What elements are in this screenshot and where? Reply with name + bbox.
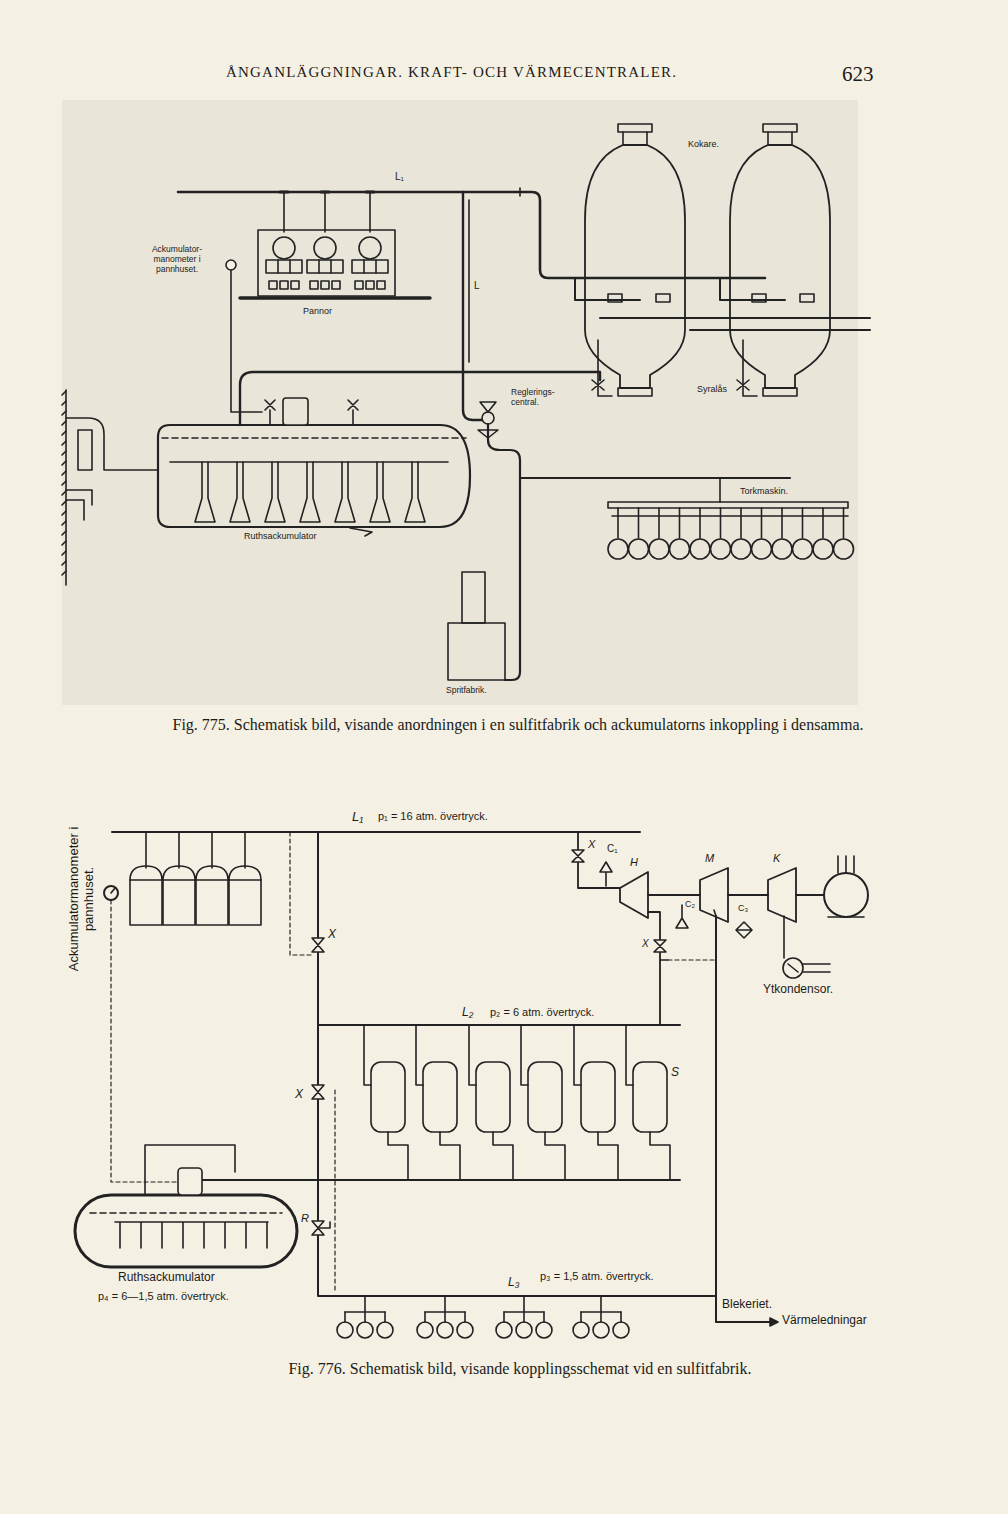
equipment-label: S — [671, 1066, 679, 1080]
governor-label: C₂ — [685, 899, 695, 909]
pipe-label: L₁ — [352, 810, 363, 825]
valve-label: X — [642, 938, 649, 950]
pipe-label: L₂ — [462, 1006, 473, 1020]
valve-label: X — [588, 838, 595, 851]
turbine-label: H — [630, 856, 638, 869]
running-head: ÅNGANLÄGGNINGAR. KRAFT- OCH VÄRMECENTRAL… — [226, 64, 677, 81]
gauge-label: Ackumulator- manometer i pannhuset. — [140, 245, 214, 274]
equipment-label: Ruthsackumulator — [244, 531, 317, 541]
equipment-label: Ytkondensor. — [763, 983, 833, 997]
equipment-label: Pannor — [303, 306, 332, 316]
governor-label: C₁ — [607, 843, 618, 855]
figure-caption: Fig. 776. Schematisk bild, visande koppl… — [200, 1360, 840, 1378]
turbine-label: M — [705, 852, 714, 865]
equipment-label: Spritfabrik. — [446, 686, 487, 696]
pressure-label: p₃ = 1,5 atm. övertryck. — [540, 1270, 654, 1283]
pipe-label: L₃ — [508, 1276, 519, 1290]
valve-label: X — [328, 928, 336, 942]
destination-label: Blekeriet. — [722, 1298, 772, 1312]
pressure-label: p₄ = 6—1,5 atm. övertryck. — [98, 1290, 229, 1303]
pipe-label: L — [474, 280, 480, 292]
page-number: 623 — [842, 62, 874, 86]
gauge-label: Ackumulatormanometer i pannhuset. — [67, 814, 97, 984]
pipe-label: L₁ — [395, 171, 404, 183]
turbine-label: K — [773, 852, 780, 865]
equipment-label: Kokare. — [688, 139, 719, 149]
figure-caption: Fig. 775. Schematisk bild, visande anord… — [168, 716, 868, 734]
governor-label: C₃ — [738, 903, 748, 913]
equipment-label: Ruthsackumulator — [118, 1271, 215, 1285]
equipment-label: Torkmaskin. — [740, 486, 788, 496]
destination-label: Värmeledningar — [782, 1314, 867, 1328]
equipment-label: Syralås — [697, 384, 727, 394]
pressure-label: p₂ = 6 atm. övertryck. — [490, 1006, 594, 1019]
valve-label: X — [295, 1088, 303, 1102]
pressure-label: p₁ = 16 atm. övertryck. — [378, 810, 488, 823]
equipment-label: Reglerings- central. — [511, 388, 569, 408]
valve-label: R — [301, 1212, 309, 1225]
